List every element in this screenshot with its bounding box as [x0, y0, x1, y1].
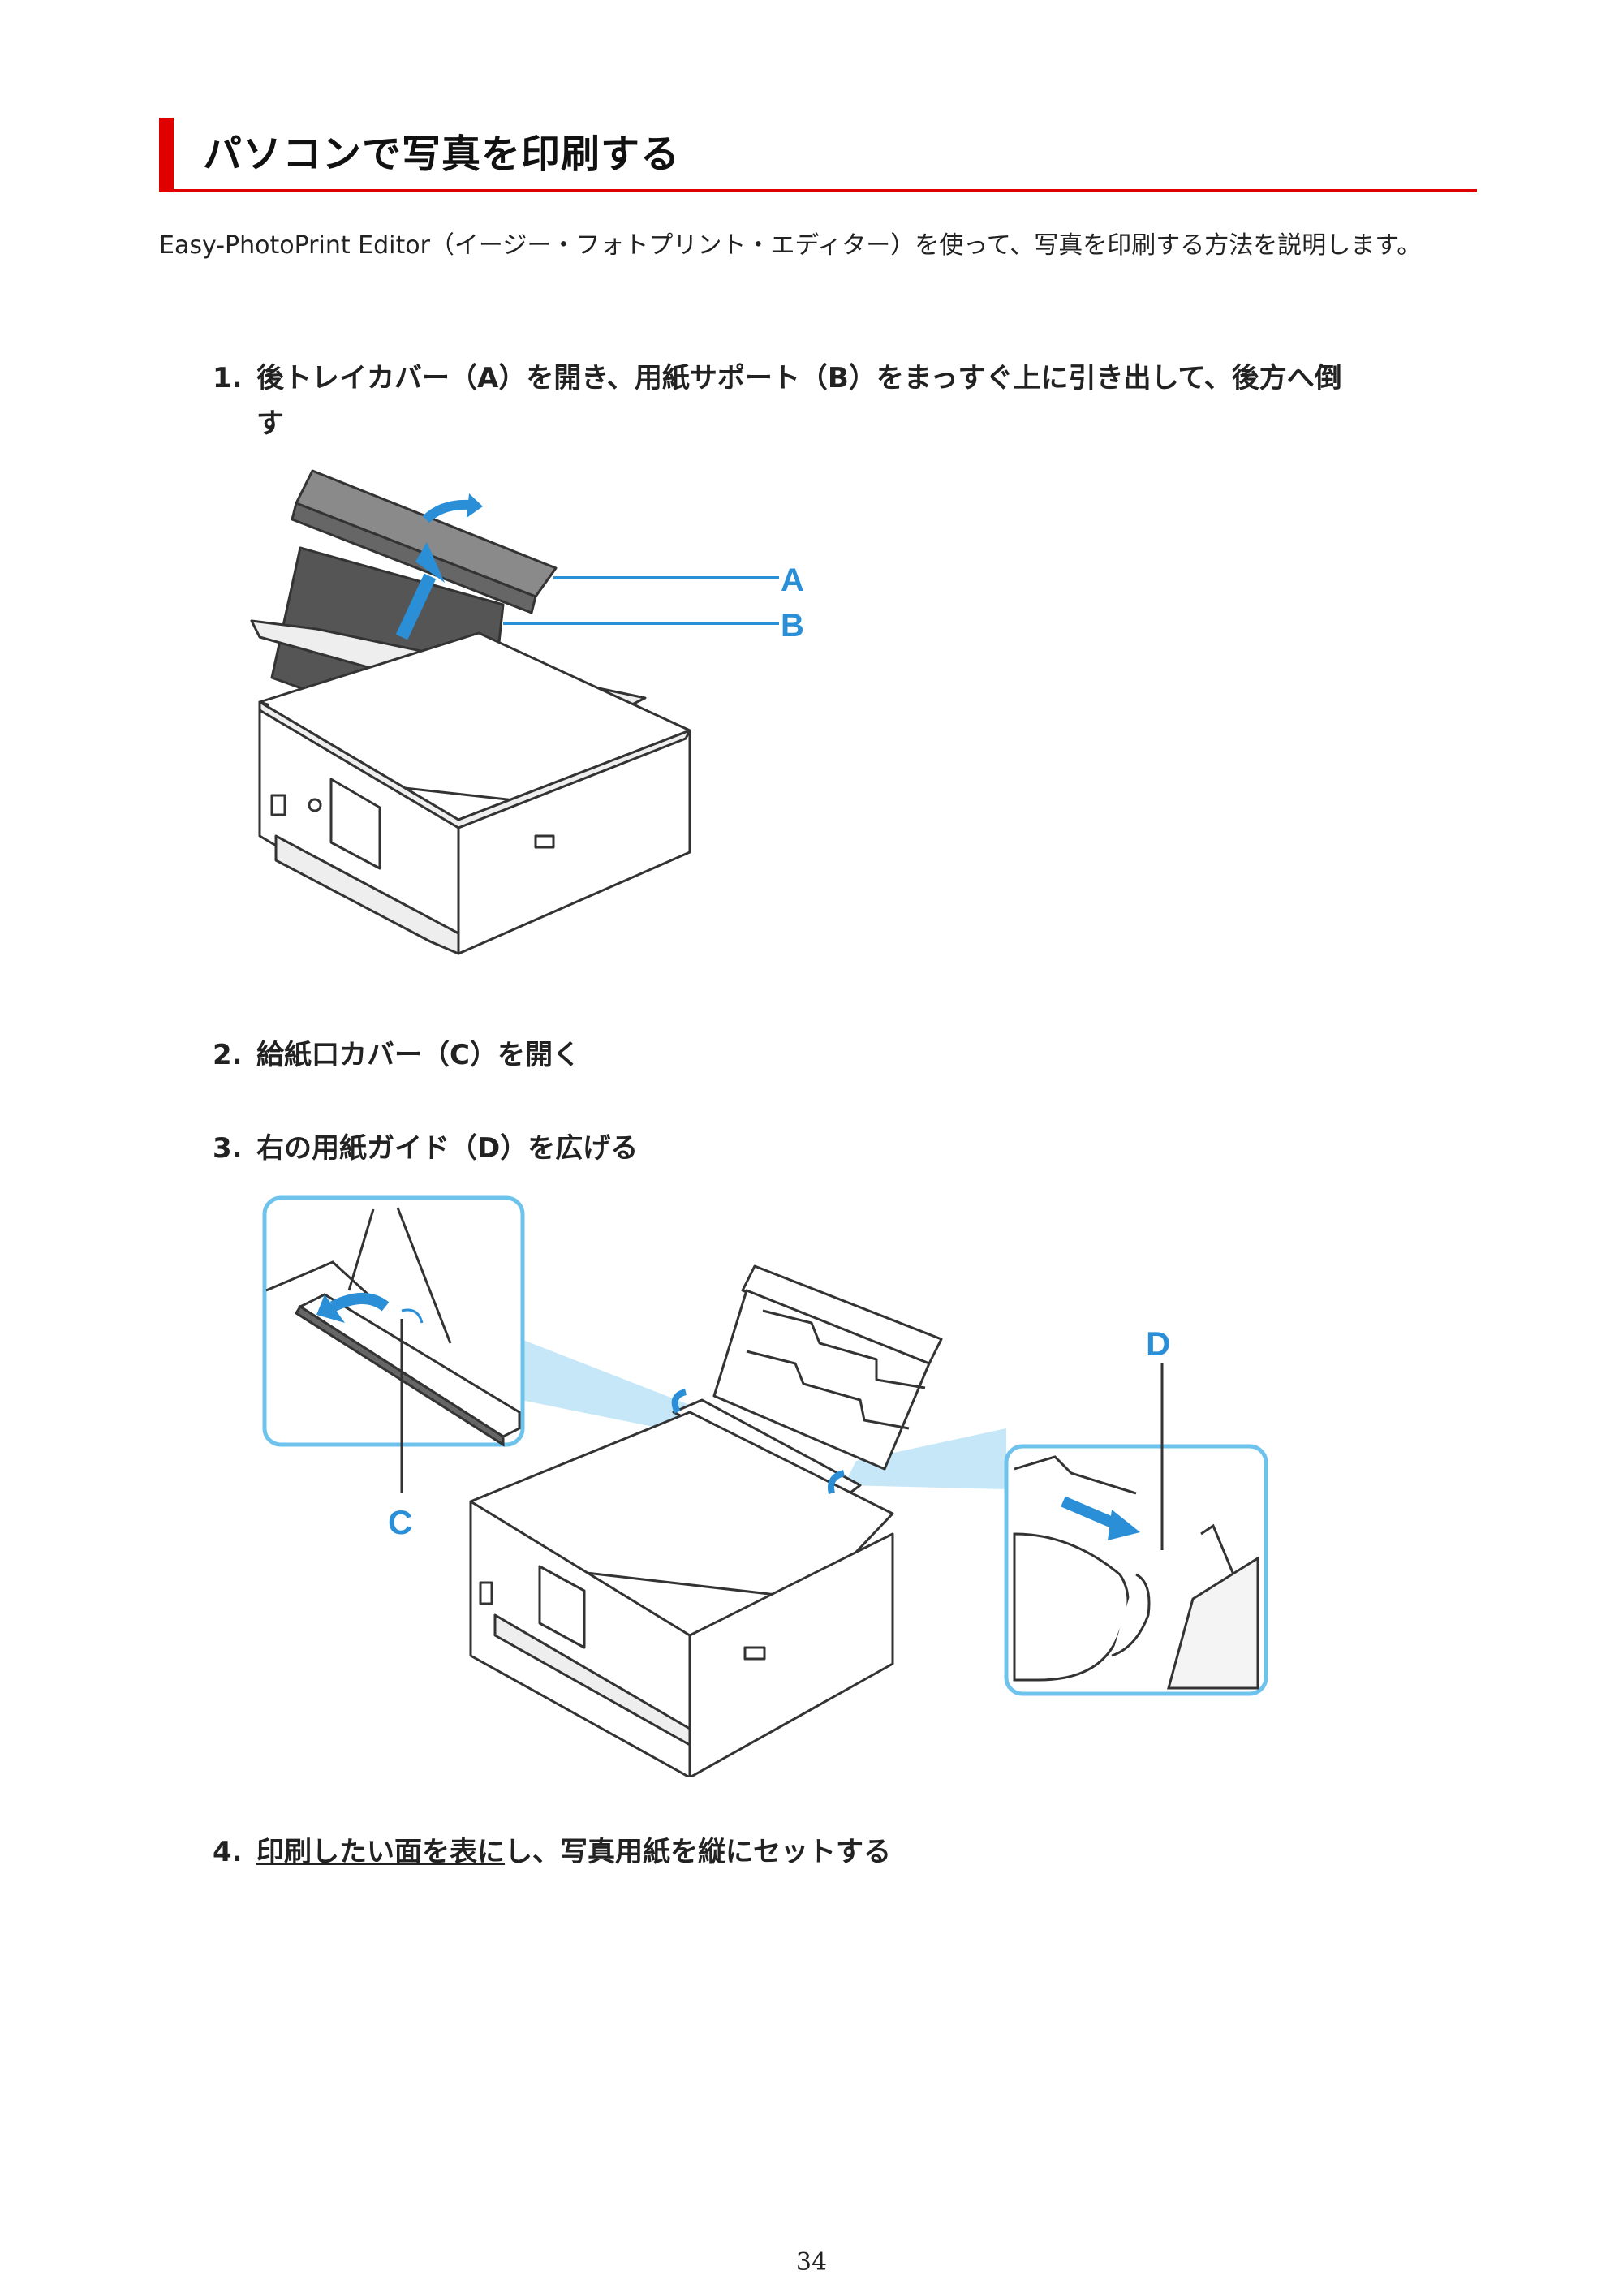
title-accent-bar	[159, 118, 174, 191]
step-text-continued: す	[256, 407, 284, 440]
step-text: し、写真用紙を縦にセットする	[505, 1836, 891, 1868]
step-number: 1.	[213, 362, 243, 394]
step-4-link[interactable]: 印刷したい面を表に	[256, 1836, 505, 1868]
step-4: 4. 印刷したい面を表にし、写真用紙を縦にセットする	[213, 1829, 891, 1875]
feed-slot-guide-illustration: C D	[262, 1195, 1268, 1777]
step-text: 右の用紙ガイド（D）を広げる	[256, 1132, 639, 1165]
label-a: A	[781, 562, 804, 598]
page-number: 34	[795, 2248, 828, 2277]
label-c: C	[388, 1503, 412, 1541]
step-3: 3. 右の用紙ガイド（D）を広げる	[213, 1126, 638, 1171]
label-d: D	[1146, 1325, 1170, 1363]
step-number: 3.	[213, 1132, 243, 1165]
label-b: B	[781, 608, 804, 644]
printer-rear-tray-illustration: A B	[250, 469, 804, 955]
step-2: 2. 給紙口カバー（C）を開く	[213, 1032, 580, 1078]
page-title: パソコンで写真を印刷する	[203, 131, 681, 177]
step-1: 1. 後トレイカバー（A）を開き、用紙サポート（B）をまっすぐ上に引き出して、後方…	[213, 355, 1479, 446]
title-underline	[159, 189, 1477, 192]
step-number: 4.	[213, 1836, 243, 1868]
intro-paragraph: Easy-PhotoPrint Editor（イージー・フォトプリント・エディタ…	[159, 231, 1422, 260]
step-text: 後トレイカバー（A）を開き、用紙サポート（B）をまっすぐ上に引き出して、後方へ倒	[256, 362, 1342, 394]
step-text: 給紙口カバー（C）を開く	[256, 1039, 580, 1071]
step-number: 2.	[213, 1039, 243, 1071]
